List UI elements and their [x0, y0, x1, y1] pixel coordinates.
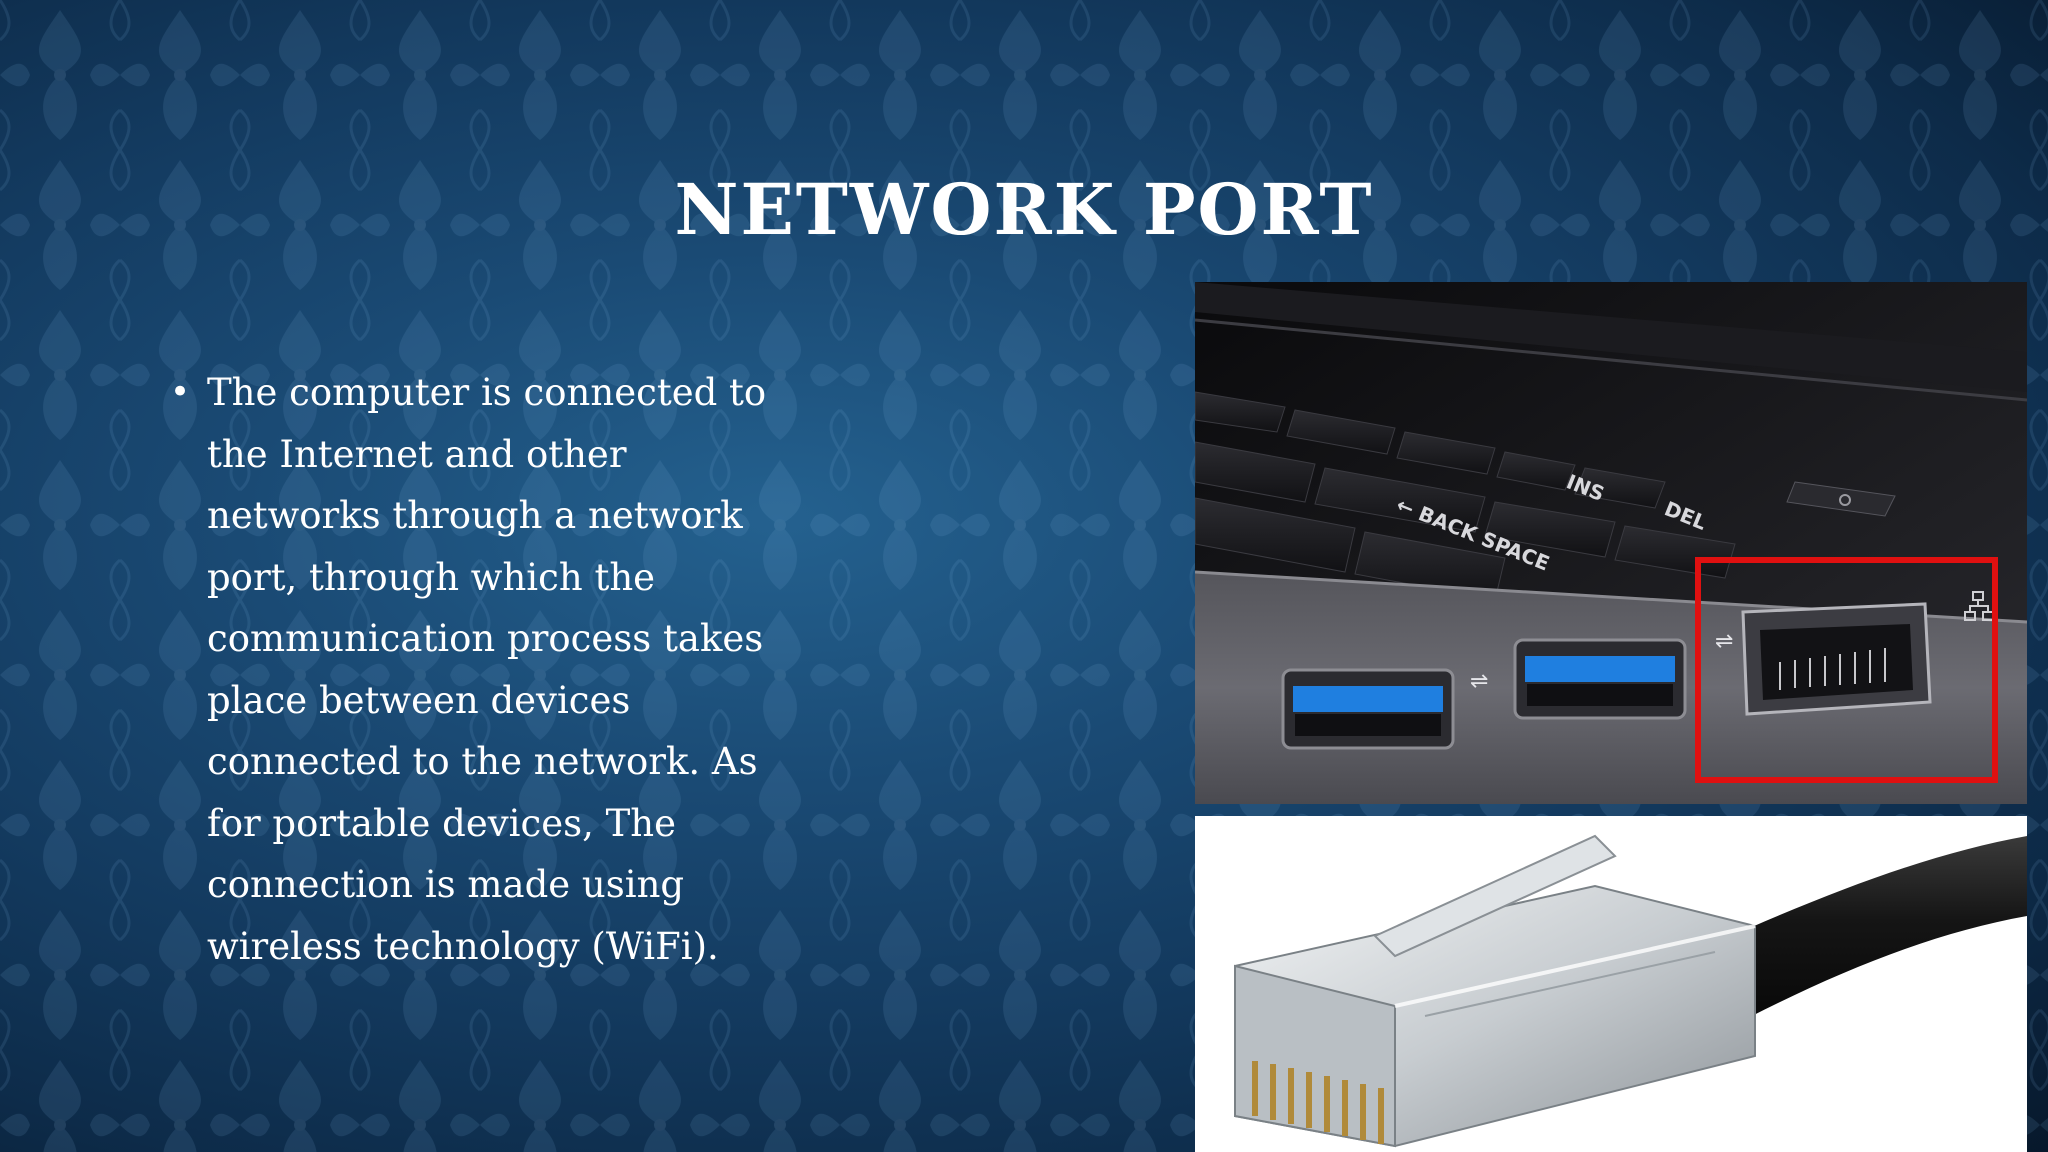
bullet-text-line: communication process takes: [207, 617, 764, 660]
bullet-text-line: wireless technology (WiFi).: [207, 924, 719, 968]
bullet-text-line: place between devices: [207, 678, 631, 722]
bullet-text-line: connection is made using: [207, 863, 685, 906]
bullet-text-line: for portable devices, The: [207, 801, 677, 845]
network-symbol-icon: [1964, 591, 1994, 621]
usb-port-1: [1281, 668, 1455, 750]
laptop-network-port-photo: ← BACK SPACE INS DEL ⇌: [1195, 282, 2027, 804]
bullet-paragraph: • The computer is connected to the Inter…: [170, 362, 810, 977]
bullet-text-line: connected to the network. As: [207, 740, 758, 783]
port-highlight-box: [1695, 557, 1998, 783]
bullet-icon: •: [170, 372, 191, 412]
connector-clip: [1373, 834, 1617, 958]
keyboard-keys: [1195, 391, 1896, 601]
bullet-text-line: networks through a network: [207, 494, 743, 537]
bullet-text-line: The computer is connected to: [207, 371, 767, 414]
usb-symbol-icon: ⇌: [1470, 669, 1488, 694]
laptop-illustration: ← BACK SPACE INS DEL ⇌: [1195, 282, 2027, 804]
rj45-connector-illustration: [1195, 816, 2027, 1152]
slide-title: NETWORK PORT: [674, 168, 1374, 251]
usb-port-2: [1513, 638, 1687, 720]
bullet-text-line: port, through which the: [207, 555, 656, 599]
usb-symbol-icon: ⇌: [1715, 629, 1733, 654]
gold-contacts: [1252, 1061, 1384, 1144]
ethernet-port: [1741, 602, 1932, 716]
bullet-text-line: the Internet and other: [207, 432, 627, 476]
rj45-connector-photo: [1195, 816, 2027, 1152]
